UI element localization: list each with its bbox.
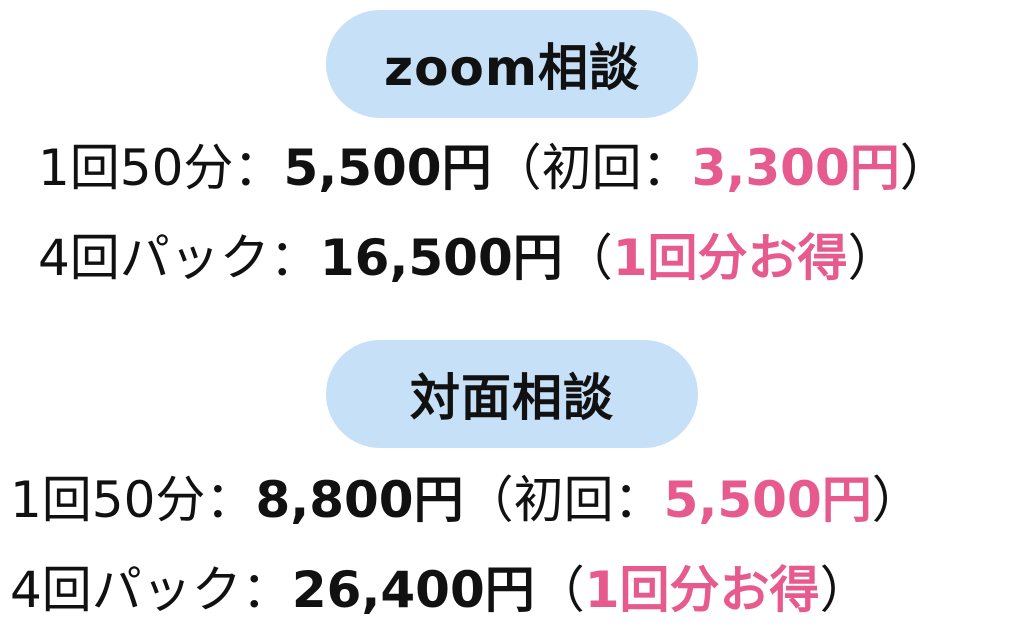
in-person-single-paren-close: ） [871,471,922,529]
in-person-pack-label: 4回パック： [10,561,292,619]
zoom-title-wrap: zoom相談 [0,10,1024,118]
zoom-single-paren-open: （ [491,139,542,197]
in-person-single-paren-open: （ [463,471,514,529]
zoom-consultation-title: zoom相談 [326,10,698,118]
zoom-four-pack-row: 4回パック： 16,500円 （ 1回分お得 ） [38,228,898,288]
zoom-single-price: 5,500円 [283,139,492,197]
in-person-pack-discount-note: 1回分お得 [584,561,820,619]
zoom-pack-discount-note: 1回分お得 [612,229,848,287]
zoom-single-first-time-price: 3,300円 [691,139,900,197]
zoom-pack-price: 16,500円 [319,229,563,287]
zoom-single-session-row: 1回50分： 5,500円 （ 初回： 3,300円 ） [38,138,950,198]
in-person-single-session-row: 1回50分： 8,800円 （ 初回： 5,500円 ） [10,470,922,530]
zoom-pack-paren-close: ） [847,229,898,287]
in-person-single-first-time-label: 初回： [513,471,664,529]
zoom-consultation-section: zoom相談 [0,10,1024,118]
zoom-single-first-time-label: 初回： [541,139,692,197]
in-person-consultation-section: 対面相談 [0,340,1024,448]
in-person-single-label: 1回50分： [10,471,256,529]
in-person-title-wrap: 対面相談 [0,340,1024,448]
zoom-single-label: 1回50分： [38,139,284,197]
in-person-pack-paren-close: ） [819,561,870,619]
in-person-pack-price: 26,400円 [291,561,535,619]
in-person-single-first-time-price: 5,500円 [663,471,872,529]
zoom-pack-paren-open: （ [562,229,613,287]
in-person-single-price: 8,800円 [255,471,464,529]
zoom-single-paren-close: ） [899,139,950,197]
in-person-pack-paren-open: （ [534,561,585,619]
in-person-consultation-title: 対面相談 [326,340,698,448]
in-person-four-pack-row: 4回パック： 26,400円 （ 1回分お得 ） [10,560,870,620]
zoom-pack-label: 4回パック： [38,229,320,287]
